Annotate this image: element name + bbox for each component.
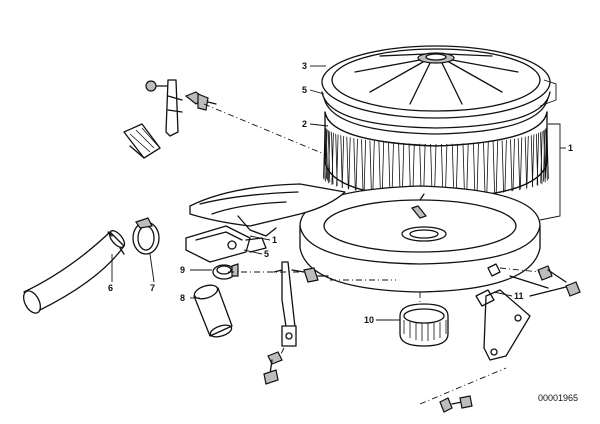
hose-clamp — [132, 217, 160, 255]
image-code: 00001965 — [538, 393, 578, 403]
intake-hose — [22, 230, 126, 314]
callout-6: 6 — [108, 283, 113, 293]
small-clamp — [212, 263, 239, 280]
rubber-sleeve — [193, 284, 233, 338]
filter-housing — [189, 183, 541, 293]
sensor-bracket — [273, 261, 329, 347]
callout-4: 5 — [302, 85, 307, 95]
screw-bottom-right — [439, 395, 473, 413]
callout-10: 10 — [364, 315, 374, 325]
callout-9: 9 — [180, 265, 185, 275]
callout-1-left: 1 — [272, 235, 277, 245]
vacuum-fitting-group — [123, 79, 217, 159]
assembly-axis-lines — [203, 103, 541, 405]
callout-2: 2 — [302, 119, 307, 129]
callout-leaders — [111, 65, 566, 321]
support-bracket — [475, 263, 581, 361]
seal-ring — [321, 91, 551, 135]
callout-5: 5 — [264, 249, 269, 259]
callout-7: 7 — [150, 283, 155, 293]
flap-bracket — [185, 225, 267, 263]
callout-1-right: 1 — [568, 143, 573, 153]
callout-11: 11 — [514, 291, 524, 301]
gasket — [399, 303, 449, 347]
callout-3: 3 — [302, 61, 307, 71]
screw-bottom-center — [263, 351, 283, 385]
filter-lid — [321, 45, 551, 119]
callout-8: 8 — [180, 293, 185, 303]
callout-numbers: 3 5 2 1 1 5 9 8 6 7 10 11 — [108, 61, 573, 325]
